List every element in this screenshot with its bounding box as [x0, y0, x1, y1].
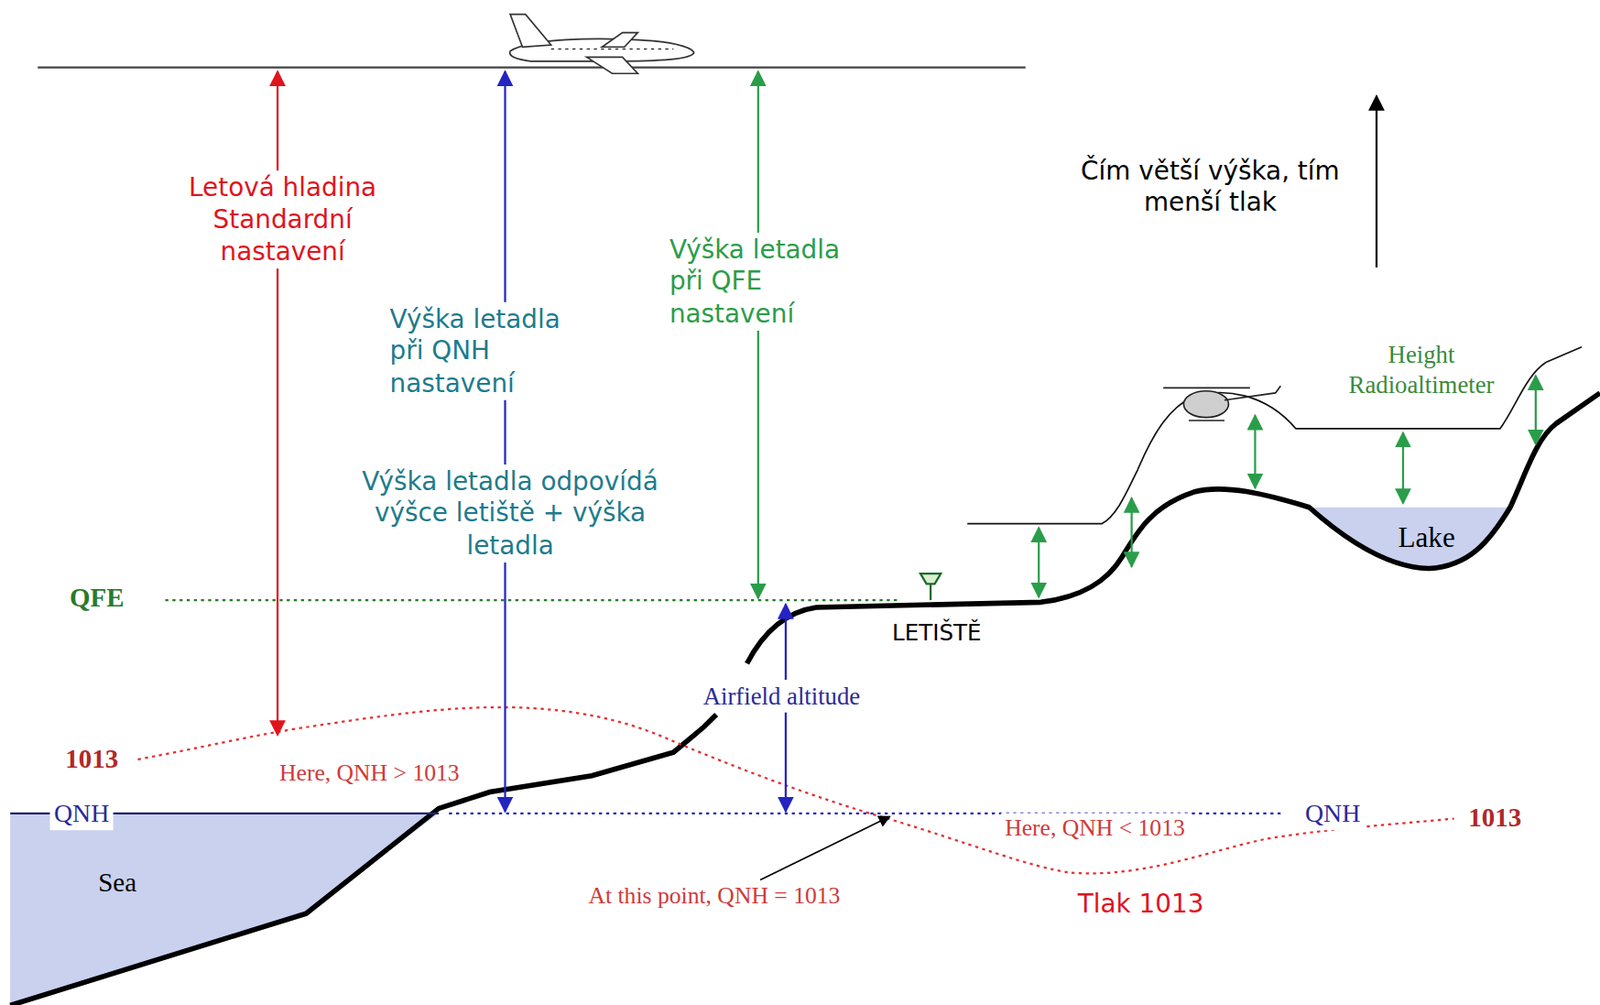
pressure-1013-line — [137, 707, 1454, 873]
area-label: Sea — [94, 866, 142, 902]
qfe-level — [164, 598, 898, 601]
axis-label: Výška letadla při QFE nastavení — [664, 232, 878, 331]
note-label: Here, QNH > 1013 — [275, 757, 465, 789]
sea-area — [10, 813, 439, 1005]
airplane — [510, 14, 695, 75]
helicopter — [1163, 385, 1281, 421]
lake-area — [1308, 507, 1510, 569]
note-label: Here, QNH < 1013 — [1001, 813, 1190, 845]
dimension-label: Airfield altitude — [698, 679, 864, 713]
ground-profile — [10, 714, 717, 1005]
altitude-arrow — [1375, 96, 1378, 268]
level-label: QFE — [65, 580, 129, 616]
airfield-tower — [920, 573, 941, 600]
qnh-altitude-arrow — [503, 71, 506, 812]
pointer-arrow — [760, 816, 890, 880]
axis-label: Výška letadla při QNH nastavení — [385, 302, 599, 401]
pressure-label: Tlak 1013 — [1073, 887, 1209, 922]
axis-label: Height Radioaltimeter — [1332, 337, 1512, 402]
place-label: LETIŠTĚ — [888, 617, 986, 648]
area-label: Lake — [1393, 517, 1459, 556]
note-label: Výška letadla odpovídá výšce letiště + v… — [327, 464, 694, 563]
ground-profile — [747, 392, 1600, 664]
radioaltimeter-arrows — [1038, 375, 1536, 598]
level-label: QNH — [1300, 795, 1364, 830]
level-label: QNH — [49, 795, 113, 830]
note-label: At this point, QNH = 1013 — [584, 880, 845, 912]
axis-label: Letová hladina Standardní nastavení — [151, 170, 414, 269]
qfe-height-arrow — [757, 71, 760, 599]
flight-level-line — [37, 65, 1026, 68]
pressure-label: 1013 — [61, 741, 123, 777]
note-label: Čím větší výška, tím menší tlak — [1053, 153, 1368, 220]
pressure-label: 1013 — [1464, 800, 1526, 836]
